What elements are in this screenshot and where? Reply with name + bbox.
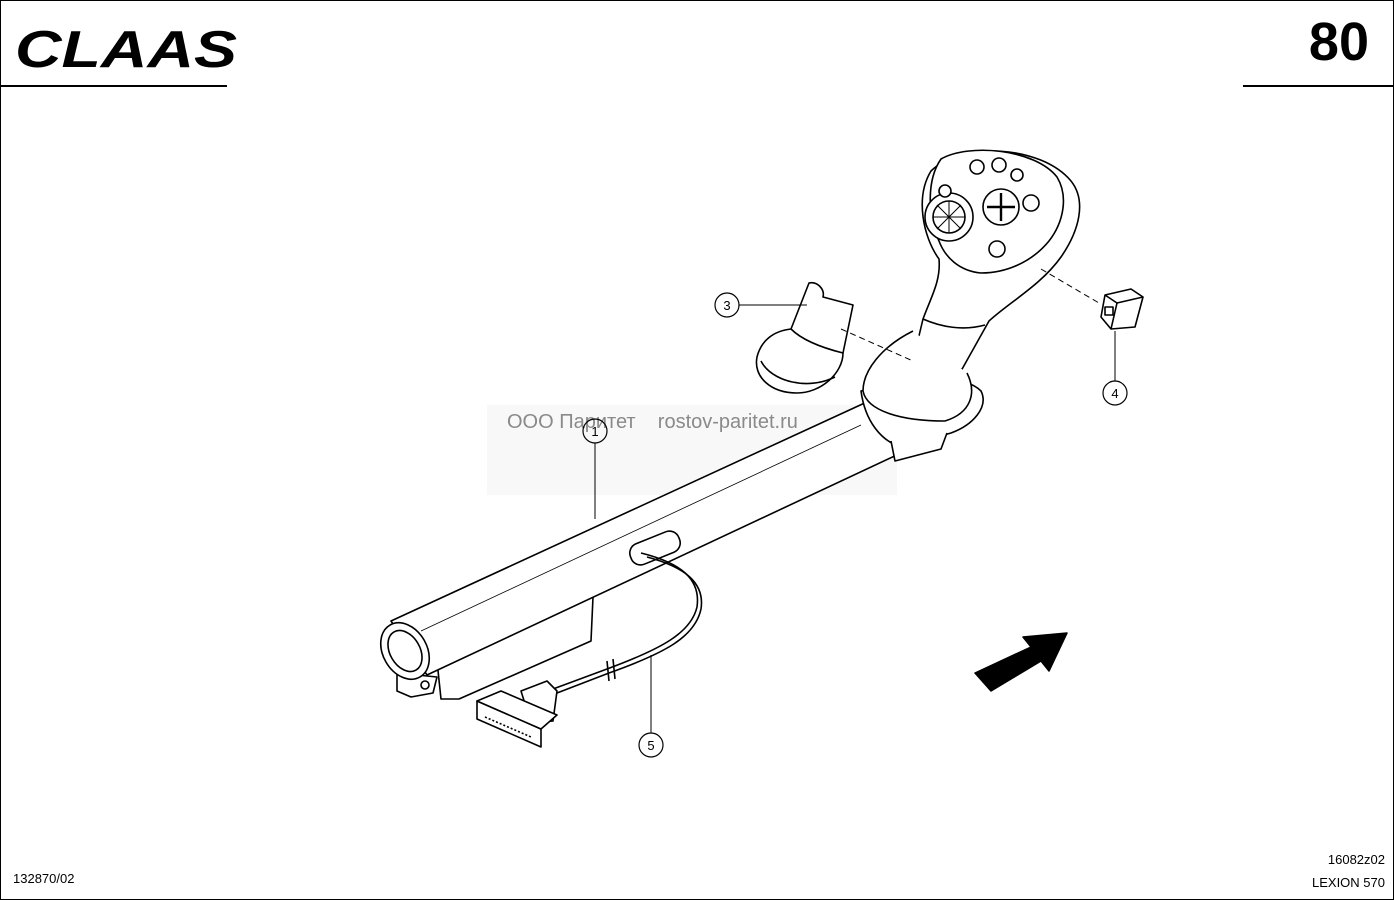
callout-1-label: 1 xyxy=(591,424,598,439)
watermark-text: ООО Паритет rostov-paritet.ru xyxy=(507,411,798,433)
callout-5-label: 5 xyxy=(647,738,654,753)
callout-4: 4 xyxy=(1102,331,1128,406)
model-name: LEXION 570 xyxy=(1312,875,1385,890)
rubber-sleeve xyxy=(755,281,854,394)
callout-4-label: 4 xyxy=(1111,386,1118,401)
handle-tube xyxy=(379,378,984,700)
callout-3-label: 3 xyxy=(723,298,730,313)
switch-module xyxy=(1100,288,1144,330)
wiring-harness xyxy=(552,530,703,694)
claas-logo: CLAAS xyxy=(15,21,237,75)
page-number-underline xyxy=(1243,85,1393,87)
page-number: 80 xyxy=(1308,12,1369,72)
joystick-grip xyxy=(862,149,1081,422)
connector-plug xyxy=(476,680,558,748)
callout-1: 1 xyxy=(582,418,608,519)
document-id: 132870/02 xyxy=(13,871,75,886)
callout-3: 3 xyxy=(714,292,807,318)
assembly-lines xyxy=(840,268,1100,362)
logo-underline xyxy=(1,85,227,87)
logo-text: CLAAS xyxy=(15,21,237,75)
drawing-code: 16082z02 xyxy=(1327,852,1385,867)
direction-arrow-icon xyxy=(974,632,1068,692)
callout-5: 5 xyxy=(638,655,664,758)
